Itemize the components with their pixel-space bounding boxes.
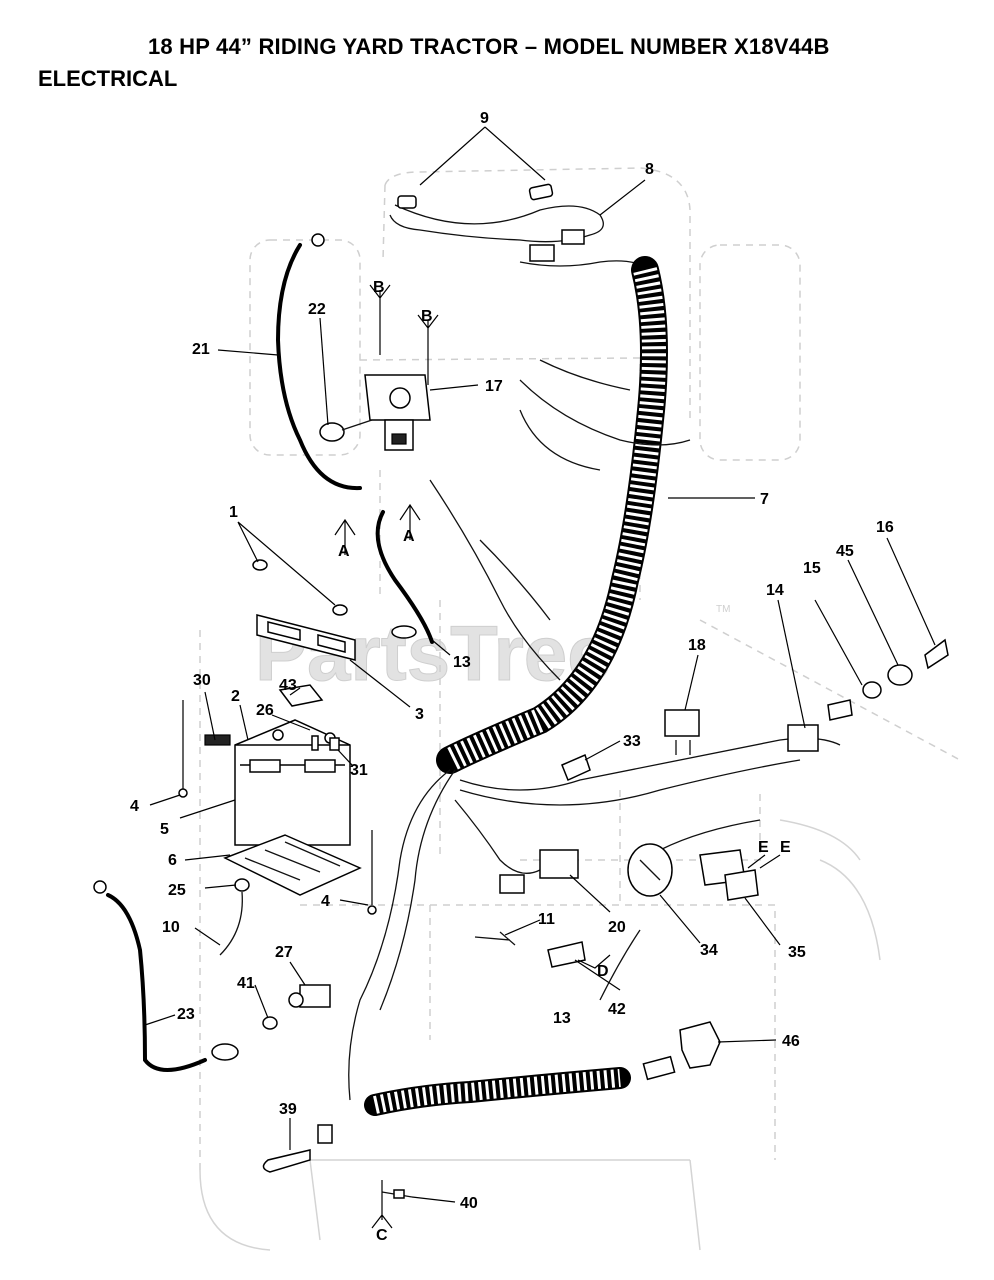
part-label-4b[interactable]: 4 bbox=[321, 893, 330, 910]
part-label-45[interactable]: 45 bbox=[836, 543, 854, 560]
harness-clip[interactable] bbox=[561, 753, 591, 782]
part-label-14[interactable]: 14 bbox=[766, 582, 784, 599]
part-label-33[interactable]: 33 bbox=[623, 733, 641, 750]
battery-cover[interactable] bbox=[278, 684, 324, 707]
watermark-trademark: TM bbox=[716, 604, 730, 615]
part-label-15[interactable]: 15 bbox=[803, 560, 821, 577]
part-label-31[interactable]: 31 bbox=[350, 762, 368, 779]
part-label-17[interactable]: 17 bbox=[485, 378, 503, 395]
part-label-43[interactable]: 43 bbox=[279, 677, 297, 694]
connection-label-e2: E bbox=[780, 839, 791, 856]
part-label-42[interactable]: 42 bbox=[608, 1001, 626, 1018]
battery-bolts[interactable] bbox=[178, 700, 377, 915]
terminal-hardware[interactable] bbox=[311, 735, 340, 751]
leader-lines bbox=[144, 126, 936, 1203]
part-label-27[interactable]: 27 bbox=[275, 944, 293, 961]
connection-label-a1: A bbox=[338, 543, 350, 560]
part-label-16[interactable]: 16 bbox=[876, 519, 894, 536]
part-label-9[interactable]: 9 bbox=[480, 110, 489, 127]
watermark: PartsTree bbox=[255, 609, 611, 697]
part-label-34[interactable]: 34 bbox=[700, 942, 718, 959]
hour-meter[interactable] bbox=[627, 843, 673, 897]
part-label-7[interactable]: 7 bbox=[760, 491, 769, 508]
part-label-13[interactable]: 13 bbox=[453, 654, 471, 671]
part-label-stray[interactable]: 13 bbox=[553, 1010, 571, 1027]
part-label-10[interactable]: 10 bbox=[162, 919, 180, 936]
section-title: ELECTRICAL bbox=[38, 66, 178, 91]
ground-wire-clip[interactable] bbox=[381, 1189, 413, 1199]
battery-cable-positive[interactable] bbox=[275, 233, 362, 491]
part-label-20[interactable]: 20 bbox=[608, 919, 626, 936]
part-number-labels: 9 8 7 21 22 17 1 13 3 30 2 43 26 31 4 5 … bbox=[130, 110, 894, 1212]
cable-end-clip[interactable] bbox=[319, 419, 373, 442]
part-label-6[interactable]: 6 bbox=[168, 852, 177, 869]
battery[interactable] bbox=[234, 719, 351, 846]
part-label-26[interactable]: 26 bbox=[256, 702, 274, 719]
connection-label-b1: B bbox=[373, 279, 385, 296]
battery-cable-solenoid[interactable] bbox=[375, 510, 434, 644]
tractor-outline bbox=[199, 167, 961, 1251]
relay[interactable] bbox=[664, 709, 700, 755]
main-wire-harness[interactable] bbox=[348, 359, 841, 1101]
part-label-41[interactable]: 41 bbox=[237, 975, 255, 992]
switch-nut[interactable] bbox=[262, 1016, 278, 1030]
connector-block[interactable] bbox=[499, 849, 579, 894]
part-label-5[interactable]: 5 bbox=[160, 821, 169, 838]
connection-letters: A A B B C D E E bbox=[338, 279, 791, 1244]
diagram-title: 18 HP 44” RIDING YARD TRACTOR – MODEL NU… bbox=[148, 34, 830, 59]
part-label-18[interactable]: 18 bbox=[688, 637, 706, 654]
battery-holddown[interactable] bbox=[256, 614, 356, 661]
part-label-2[interactable]: 2 bbox=[231, 688, 240, 705]
wiring-loom[interactable] bbox=[436, 256, 668, 774]
hex-nuts[interactable] bbox=[252, 559, 348, 616]
interlock-switch[interactable] bbox=[699, 849, 759, 901]
part-label-35[interactable]: 35 bbox=[788, 944, 806, 961]
ignition-switch[interactable] bbox=[288, 984, 331, 1008]
part-label-40[interactable]: 40 bbox=[460, 1195, 478, 1212]
part-label-8[interactable]: 8 bbox=[645, 161, 654, 178]
battery-cable-ground[interactable] bbox=[93, 880, 239, 1072]
battery-tray[interactable] bbox=[223, 834, 362, 896]
connection-markers bbox=[334, 284, 781, 1229]
connection-label-a2: A bbox=[403, 528, 415, 545]
connection-label-c: C bbox=[376, 1227, 388, 1244]
part-label-4a[interactable]: 4 bbox=[130, 798, 139, 815]
part-label-21[interactable]: 21 bbox=[192, 341, 210, 358]
wire-jumper[interactable] bbox=[474, 931, 516, 946]
part-label-23[interactable]: 23 bbox=[177, 1006, 195, 1023]
part-label-39[interactable]: 39 bbox=[279, 1101, 297, 1118]
connection-label-e1: E bbox=[758, 839, 769, 856]
part-label-30[interactable]: 30 bbox=[193, 672, 211, 689]
key-switch-assembly[interactable] bbox=[787, 638, 949, 752]
ring-terminal[interactable] bbox=[262, 1124, 333, 1173]
part-label-22[interactable]: 22 bbox=[308, 301, 326, 318]
starter-solenoid[interactable] bbox=[364, 374, 431, 451]
seat-switch[interactable] bbox=[642, 1021, 721, 1081]
headlight-wire-harness[interactable] bbox=[389, 183, 604, 243]
part-label-46[interactable]: 46 bbox=[782, 1033, 800, 1050]
part-label-11[interactable]: 11 bbox=[538, 911, 555, 928]
connection-label-d: D bbox=[597, 963, 609, 980]
part-label-1[interactable]: 1 bbox=[229, 504, 238, 521]
connection-label-b2: B bbox=[421, 308, 433, 325]
rear-wiring-loom[interactable] bbox=[364, 1067, 631, 1116]
connector-plug[interactable] bbox=[519, 229, 651, 269]
fuse-holder[interactable] bbox=[219, 878, 250, 956]
part-label-3[interactable]: 3 bbox=[415, 706, 424, 723]
part-label-25[interactable]: 25 bbox=[168, 882, 186, 899]
